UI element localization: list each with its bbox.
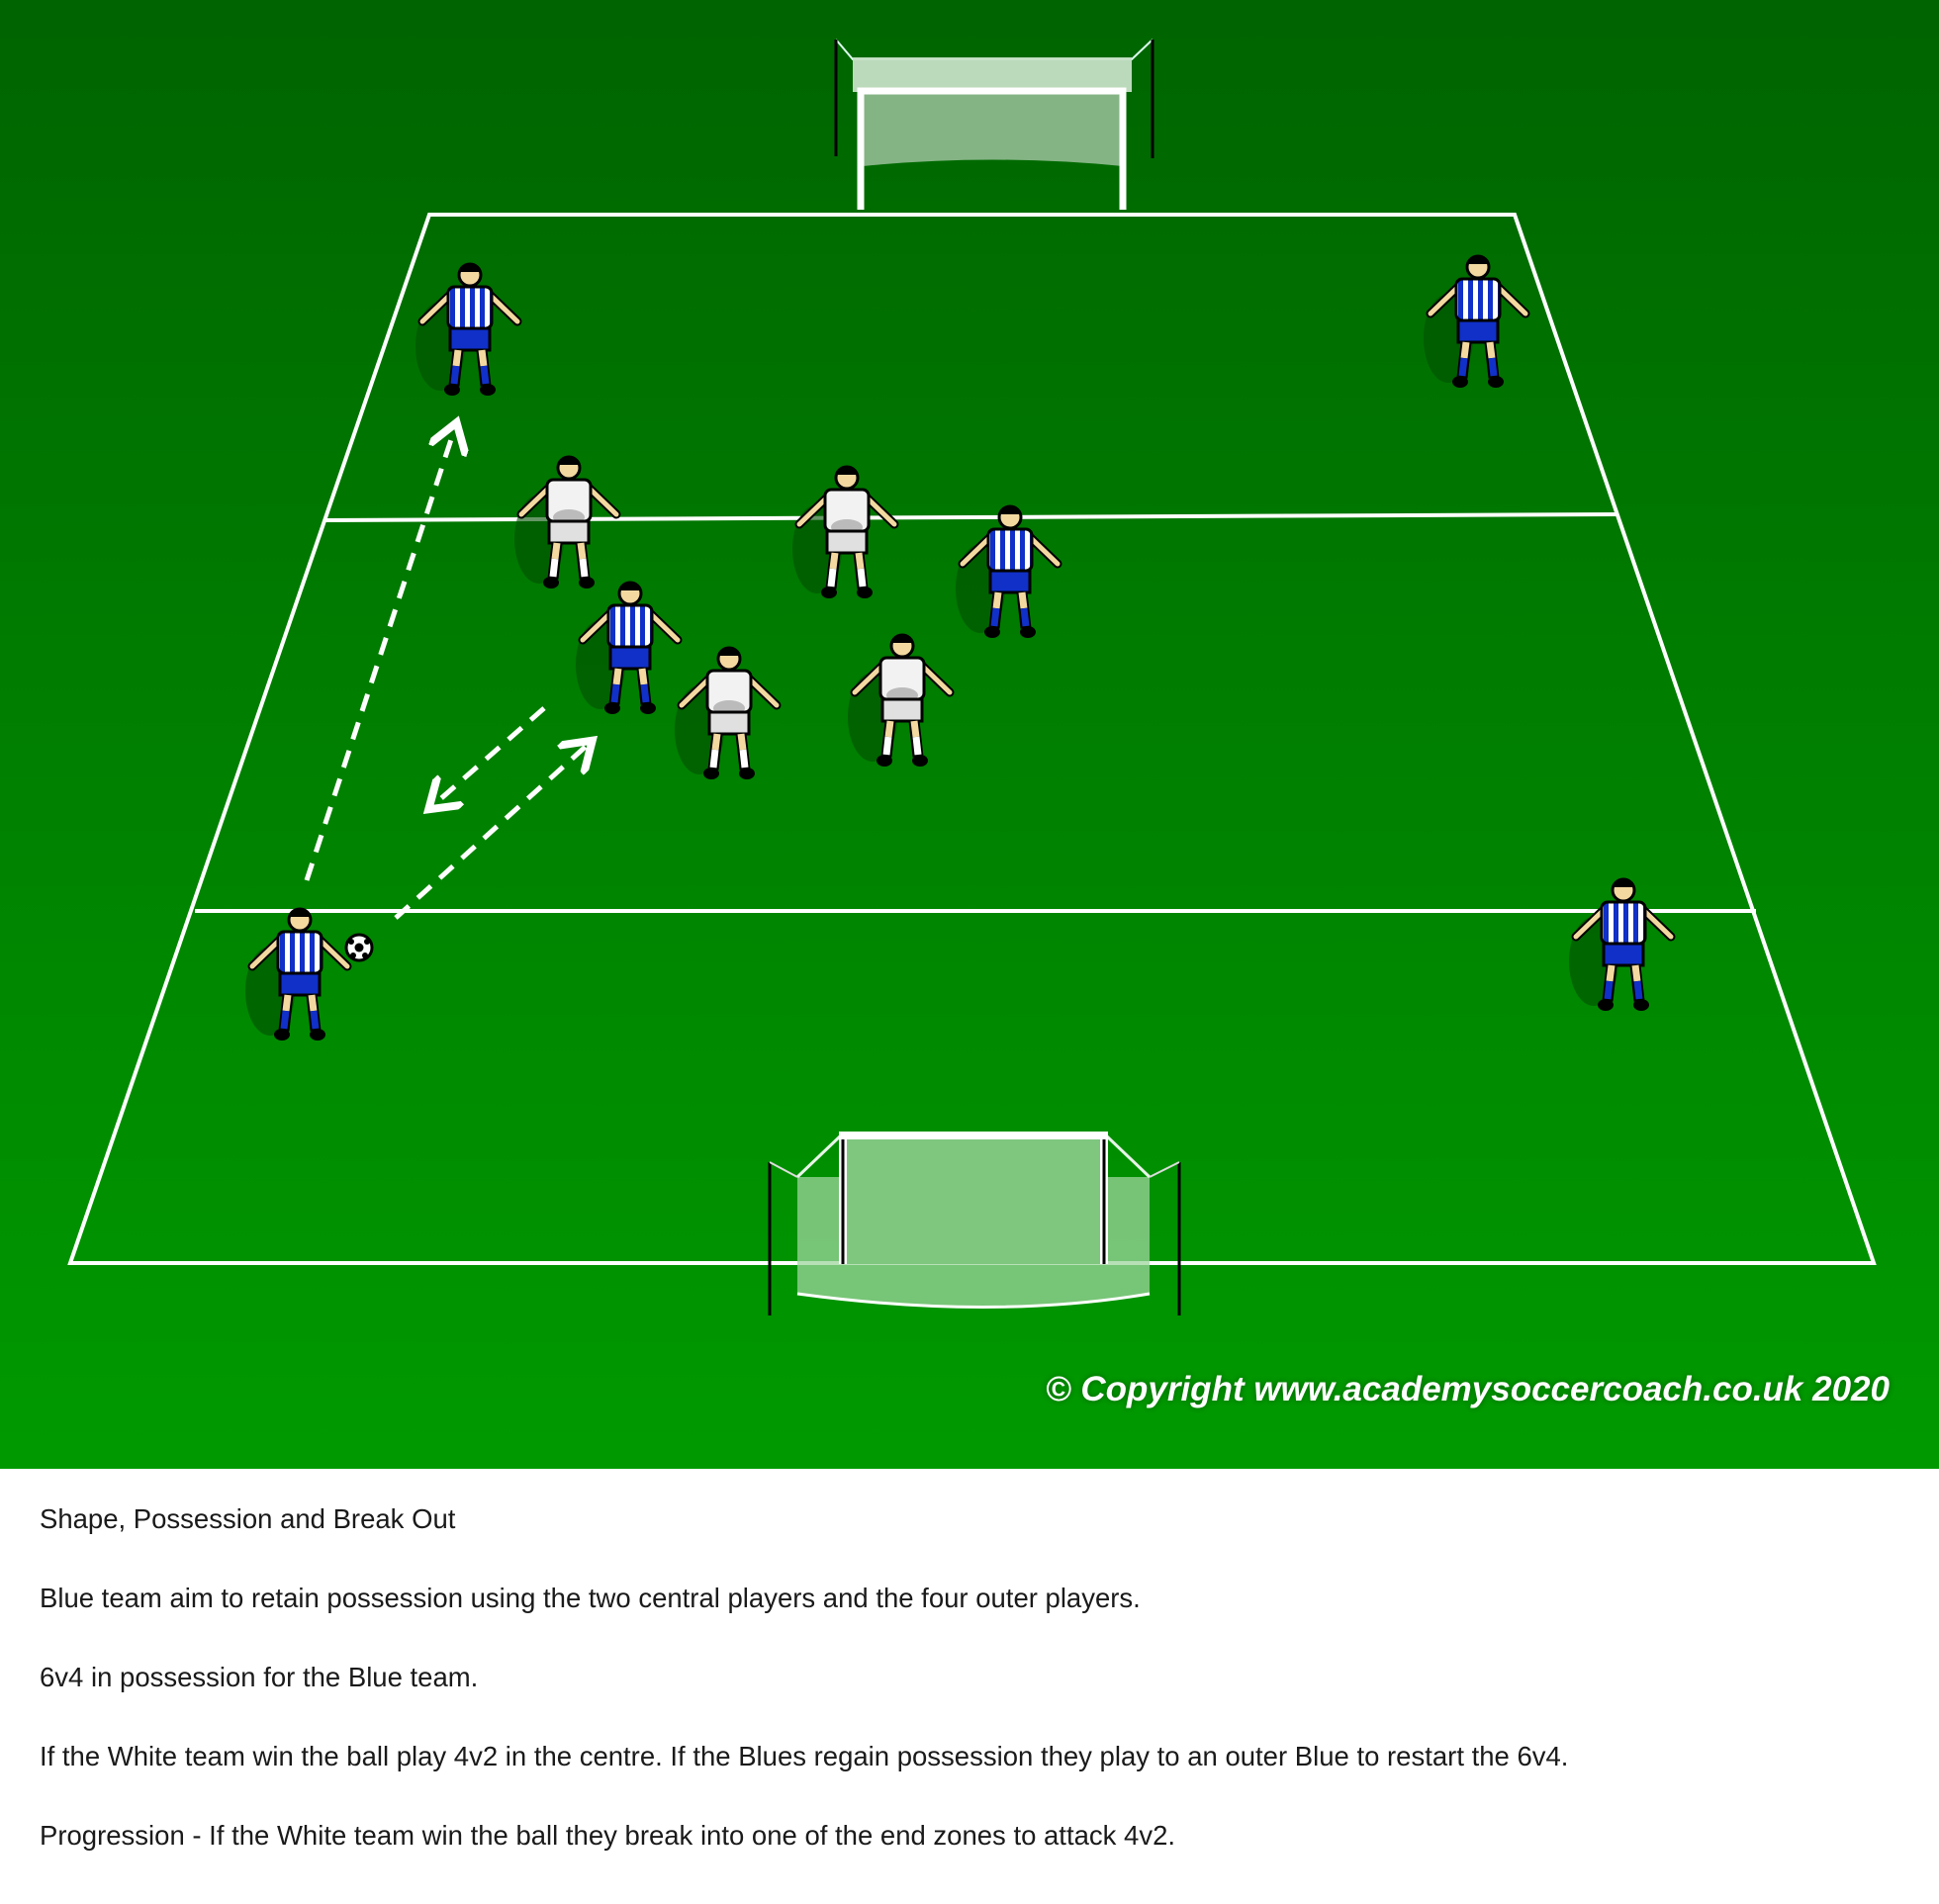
- bottom-goal: [768, 1132, 1181, 1315]
- description-line: 6v4 in possession for the Blue team.: [40, 1662, 479, 1692]
- pass-arrow-return: [432, 706, 546, 806]
- pitch-boundary: [67, 213, 1877, 1265]
- soccer-ball-icon: [344, 933, 374, 962]
- drill-diagram: [0, 0, 1939, 1469]
- pass-arrow-to-central: [394, 744, 589, 920]
- drill-title: Shape, Possession and Break Out: [40, 1503, 456, 1534]
- pass-arrow-long: [304, 427, 455, 881]
- description-line: If the White team win the ball play 4v2 …: [40, 1741, 1569, 1771]
- description-line: Blue team aim to retain possession using…: [40, 1583, 1141, 1613]
- top-goal: [834, 39, 1154, 210]
- pass-arrows: [304, 427, 589, 920]
- description-line: Progression - If the White team win the …: [40, 1820, 1176, 1851]
- copyright-text: © Copyright www.academysoccercoach.co.uk…: [1045, 1370, 1890, 1408]
